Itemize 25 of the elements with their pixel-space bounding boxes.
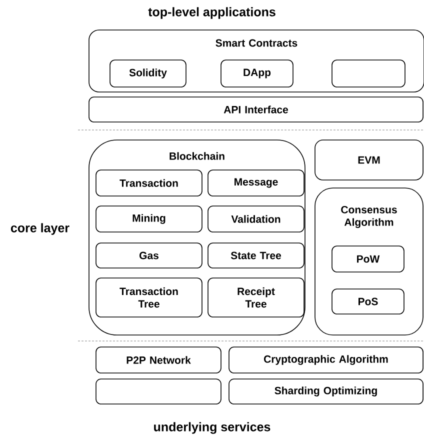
group-heading: Consensus Algorithm — [341, 206, 397, 228]
rounded-box: Sharding Optimizing — [228, 378, 424, 404]
rounded-box: Transaction Tree — [96, 278, 202, 318]
layer-label: core layer — [10, 223, 70, 235]
group-heading: Smart Contracts — [216, 39, 298, 47]
rounded-box — [96, 378, 222, 404]
rounded-box: State Tree — [208, 242, 304, 268]
rounded-box: Transaction — [96, 170, 202, 196]
rounded-box: PoS — [332, 288, 404, 314]
layer-label: top-level applications — [148, 7, 276, 19]
rounded-box: P2P Network — [96, 346, 222, 374]
rounded-box: EVM — [314, 140, 424, 180]
rounded-box: Gas — [96, 242, 202, 268]
rounded-box: Cryptographic Algorithm — [228, 346, 424, 374]
rounded-box: API Interface — [88, 96, 424, 122]
group-heading: Blockchain — [170, 152, 224, 160]
rounded-box: Solidity — [110, 60, 186, 88]
rounded-box: Message — [208, 170, 304, 196]
rounded-box: Validation — [208, 206, 304, 232]
rounded-box — [332, 60, 406, 88]
rounded-box: PoW — [332, 246, 404, 272]
layer-label: underlying services — [154, 422, 270, 434]
rounded-box: Receipt Tree — [208, 278, 304, 318]
rounded-box: DApp — [220, 60, 294, 88]
rounded-box: Mining — [96, 206, 202, 232]
